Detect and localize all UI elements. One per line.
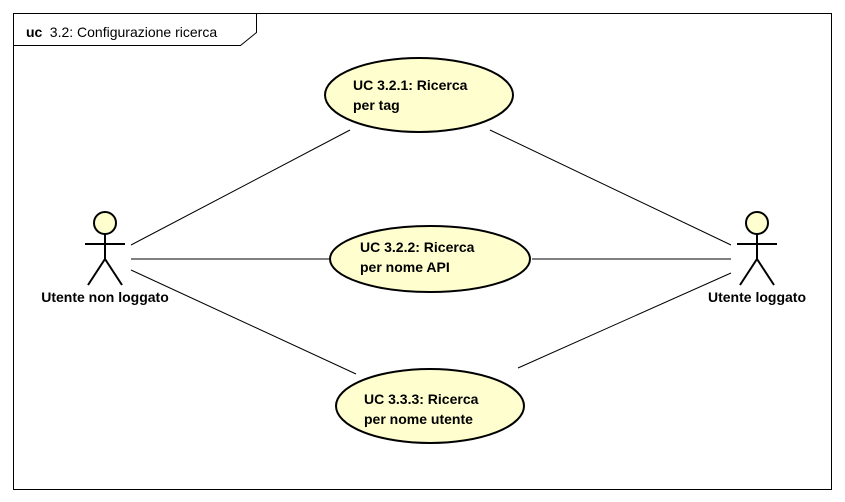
associations xyxy=(130,129,732,375)
assoc-uc333-logged xyxy=(517,272,732,369)
use-case-3-2-1-line1: UC 3.2.1: Ricerca xyxy=(353,77,468,93)
frame-tab xyxy=(13,13,257,46)
use-case-3-3-3-ellipse xyxy=(335,368,525,444)
actor-logged-head xyxy=(745,211,769,235)
use-case-3-3-3[interactable]: UC 3.3.3: Ricerca per nome utente xyxy=(335,368,525,444)
actor-logged-right-leg xyxy=(756,258,775,286)
assoc-nonlogged-uc321 xyxy=(130,129,351,246)
frame-title: uc 3.2: Configurazione ricerca xyxy=(26,24,217,41)
actor-non-logged-left-leg xyxy=(87,258,106,286)
use-case-3-2-1[interactable]: UC 3.2.1: Ricerca per tag xyxy=(324,57,514,133)
assoc-nonlogged-uc333 xyxy=(130,269,357,375)
actor-non-logged-label: Utente non loggato xyxy=(41,289,169,305)
use-case-3-3-3-line2: per nome utente xyxy=(364,411,473,427)
actor-logged[interactable] xyxy=(737,211,777,286)
frame-keyword: uc xyxy=(26,24,43,40)
actor-non-logged-right-leg xyxy=(104,258,123,286)
actor-logged-label: Utente loggato xyxy=(708,289,806,305)
frame-title-text: 3.2: Configurazione ricerca xyxy=(50,24,218,40)
use-case-3-2-2-line1: UC 3.2.2: Ricerca xyxy=(360,239,475,255)
use-case-3-2-2[interactable]: UC 3.2.2: Ricerca per nome API xyxy=(329,225,531,293)
use-case-3-2-1-ellipse xyxy=(324,57,514,133)
use-case-3-2-2-line2: per nome API xyxy=(360,259,450,275)
actor-logged-left-leg xyxy=(739,258,758,286)
use-case-3-2-2-ellipse xyxy=(329,225,531,293)
use-case-3-3-3-line1: UC 3.3.3: Ricerca xyxy=(364,391,479,407)
actor-non-logged-head xyxy=(93,211,117,235)
actor-non-logged[interactable] xyxy=(85,211,125,286)
use-case-3-2-1-line2: per tag xyxy=(353,97,400,113)
assoc-uc321-logged xyxy=(489,129,732,246)
